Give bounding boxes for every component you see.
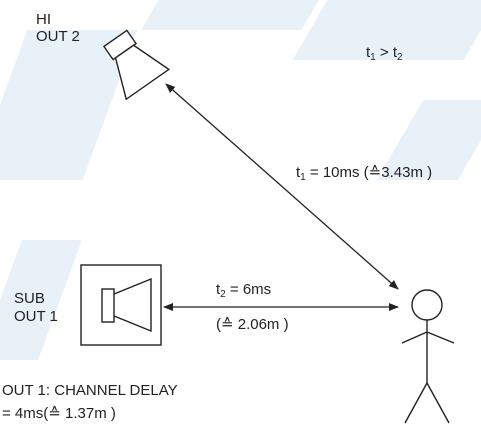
relation-t2-var: t: [392, 44, 398, 61]
relation-t1-sub: 1: [370, 52, 376, 63]
sub-label: SUB: [14, 290, 45, 307]
t1-distance-arrow: [165, 83, 399, 290]
relation-t1-var: t: [366, 44, 371, 61]
relation-t2-sub: 2: [397, 52, 403, 63]
t1-value: = 10ms (≙3.43m ): [309, 164, 433, 181]
sub-speaker-icon: [80, 264, 162, 346]
hi-speaker-icon: [102, 29, 171, 101]
t1-var: t: [296, 164, 301, 181]
hi-label: HI: [36, 11, 51, 28]
timing-relation: t1 > t2: [366, 44, 403, 63]
t2-value: = 6ms: [229, 281, 272, 298]
out2-label: OUT 2: [36, 28, 80, 45]
t2-distance-label: (≙ 2.06m ): [216, 316, 289, 333]
t1-label: t1 = 10ms (≙3.43m ): [296, 164, 433, 183]
out1-label: OUT 1: [14, 308, 58, 325]
t2-label: t2 = 6ms: [216, 281, 272, 300]
listener-figure-icon: [401, 289, 455, 424]
channel-delay-label: OUT 1: CHANNEL DELAY: [2, 382, 178, 399]
channel-delay-value: = 4ms(≙ 1.37m ): [2, 405, 116, 422]
t2-sub: 2: [220, 289, 226, 300]
relation-operator: >: [379, 44, 389, 61]
t1-sub: 1: [300, 172, 306, 183]
t2-var: t: [216, 281, 221, 298]
